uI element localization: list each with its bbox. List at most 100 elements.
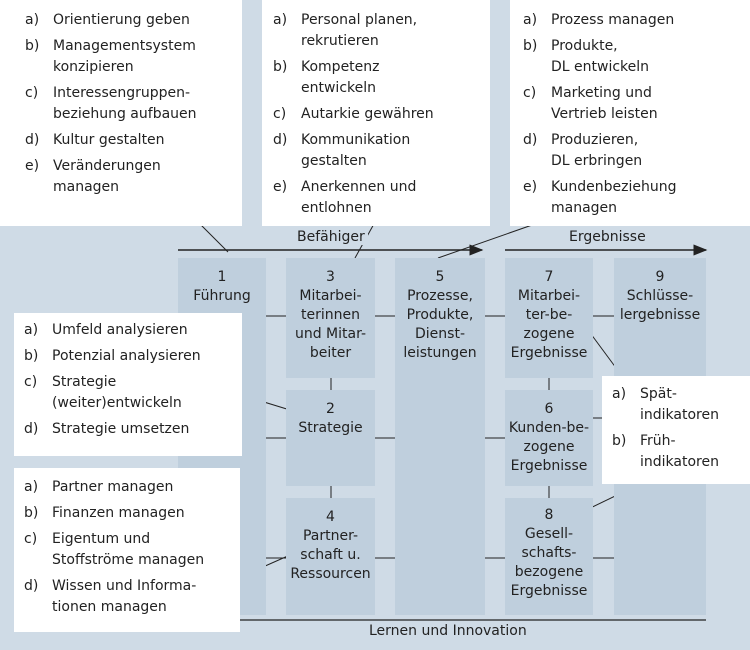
- strategie-subcriteria-card: a) Umfeld analysieren b) Potenzial analysie…: [14, 313, 242, 456]
- list-item-letter: a): [523, 12, 538, 28]
- indikatoren-list: a) Spät- indikatoren b) Früh- indikatoren: [612, 384, 748, 478]
- list-item-text: Umfeld analysieren: [52, 322, 188, 338]
- list-item: b) Finanzen managen: [24, 503, 238, 524]
- list-item-text: Managementsystem konzipieren: [53, 38, 196, 75]
- fuehrung-subcriteria-list: a) Orientierung geben b) Managementsystem k…: [25, 10, 240, 203]
- list-item-letter: b): [612, 433, 627, 449]
- list-item-text: Partner managen: [52, 479, 174, 495]
- list-item-letter: c): [24, 374, 38, 390]
- mitarbeiter-subcriteria-list: a) Personal planen, rekrutieren b) Kompeten…: [273, 10, 488, 224]
- list-item-letter: b): [523, 38, 538, 54]
- list-item: d) Produzieren, DL erbringen: [523, 130, 748, 172]
- list-item-text: Strategie (weiter)entwickeln: [52, 374, 182, 411]
- list-item-letter: a): [24, 479, 39, 495]
- list-item-text: Strategie umsetzen: [52, 421, 190, 437]
- criterion-4-partnerschaft: 4 Partner- schaft u. Ressourcen: [286, 498, 375, 615]
- list-item-text: Eigentum und Stoffströme managen: [52, 531, 205, 568]
- list-item: a) Umfeld analysieren: [24, 320, 239, 341]
- list-item-letter: e): [273, 179, 288, 195]
- list-item: a) Personal planen, rekrutieren: [273, 10, 488, 52]
- list-item-text: Prozess managen: [551, 12, 675, 28]
- list-item-letter: c): [273, 106, 287, 122]
- list-item-text: Kultur gestalten: [53, 132, 165, 148]
- fuehrung-subcriteria-card: a) Orientierung geben b) Managementsystem k…: [0, 0, 242, 226]
- mitarbeiter-subcriteria-card: a) Personal planen, rekrutieren b) Kompeten…: [262, 0, 490, 226]
- criterion-6-label: 6 Kunden-be- zogene Ergebnisse: [508, 401, 590, 474]
- list-item-letter: c): [25, 85, 39, 101]
- list-item-letter: e): [25, 158, 40, 174]
- list-item-letter: a): [612, 386, 627, 402]
- list-item-text: Anerkennen und entlohnen: [301, 179, 417, 216]
- list-item-letter: d): [25, 132, 40, 148]
- list-item: c) Marketing und Vertrieb leisten: [523, 83, 748, 125]
- list-item-letter: b): [273, 59, 288, 75]
- indikatoren-card: a) Spät- indikatoren b) Früh- indikatoren: [602, 376, 750, 484]
- list-item: e) Veränderungen managen: [25, 156, 240, 198]
- list-item: d) Kultur gestalten: [25, 130, 240, 151]
- list-item-letter: d): [24, 578, 39, 594]
- list-item: b) Produkte, DL entwickeln: [523, 36, 748, 78]
- list-item-letter: c): [24, 531, 38, 547]
- list-item-letter: b): [25, 38, 40, 54]
- criterion-6-kunden-ergebnisse: 6 Kunden-be- zogene Ergebnisse: [505, 390, 593, 486]
- list-item-letter: a): [25, 12, 40, 28]
- list-item: b) Managementsystem konzipieren: [25, 36, 240, 78]
- list-item: a) Prozess managen: [523, 10, 748, 31]
- list-item-letter: b): [24, 505, 39, 521]
- list-item-letter: e): [523, 179, 538, 195]
- criterion-7-label: 7 Mitarbei- ter-be- zogene Ergebnisse: [510, 269, 588, 361]
- list-item: b) Potenzial analysieren: [24, 346, 239, 367]
- list-item-text: Produzieren, DL erbringen: [551, 132, 643, 169]
- list-item: a) Orientierung geben: [25, 10, 240, 31]
- prozesse-subcriteria-list: a) Prozess managen b) Produkte, DL entwicke…: [523, 10, 748, 224]
- list-item: e) Kundenbeziehung managen: [523, 177, 748, 219]
- list-item-text: Orientierung geben: [53, 12, 190, 28]
- list-item-letter: d): [24, 421, 39, 437]
- criterion-8-gesellschaft-ergebnisse: 8 Gesell- schafts- bezogene Ergebnisse: [505, 498, 593, 615]
- criterion-7-mitarbeiter-ergebnisse: 7 Mitarbei- ter-be- zogene Ergebnisse: [505, 258, 593, 378]
- list-item: b) Kompetenz entwickeln: [273, 57, 488, 99]
- list-item: d) Wissen und Informa- tionen managen: [24, 576, 238, 618]
- list-item-letter: d): [523, 132, 538, 148]
- ergebnisse-label: Ergebnisse: [566, 229, 649, 245]
- list-item-text: Wissen und Informa- tionen managen: [52, 578, 197, 615]
- list-item-text: Veränderungen managen: [53, 158, 161, 195]
- list-item: a) Spät- indikatoren: [612, 384, 748, 426]
- list-item-text: Personal planen, rekrutieren: [301, 12, 418, 49]
- list-item-text: Produkte, DL entwickeln: [551, 38, 650, 75]
- list-item: c) Strategie (weiter)entwickeln: [24, 372, 239, 414]
- list-item-letter: a): [273, 12, 288, 28]
- list-item-text: Finanzen managen: [52, 505, 185, 521]
- prozesse-subcriteria-card: a) Prozess managen b) Produkte, DL entwicke…: [510, 0, 750, 226]
- list-item-text: Potenzial analysieren: [52, 348, 201, 364]
- list-item-text: Spät- indikatoren: [640, 386, 719, 423]
- list-item-text: Interessengruppen- beziehung aufbauen: [53, 85, 197, 122]
- befaehiger-label: Befähiger: [294, 229, 368, 245]
- list-item-text: Kompetenz entwickeln: [301, 59, 380, 96]
- list-item: c)Autarkie gewähren: [273, 104, 488, 125]
- lernen-innovation-label: Lernen und Innovation: [366, 623, 530, 639]
- list-item-letter: b): [24, 348, 39, 364]
- criterion-5-prozesse: 5 Prozesse, Produkte, Dienst- leistungen: [395, 258, 485, 615]
- criterion-3-mitarbeiter: 3 Mitarbei- terinnen und Mitar- beiter: [286, 258, 375, 378]
- list-item-text: Kundenbeziehung managen: [551, 179, 677, 216]
- list-item-letter: d): [273, 132, 288, 148]
- strategie-subcriteria-list: a) Umfeld analysieren b) Potenzial analysie…: [24, 320, 239, 445]
- list-item-letter: c): [523, 85, 537, 101]
- list-item: c) Eigentum und Stoffströme managen: [24, 529, 238, 571]
- criterion-2-strategie: 2 Strategie: [286, 390, 375, 486]
- list-item-text: Früh- indikatoren: [640, 433, 719, 470]
- criterion-3-label: 3 Mitarbei- terinnen und Mitar- beiter: [294, 269, 367, 361]
- criterion-2-label: 2 Strategie: [298, 401, 363, 436]
- list-item: d) Kommunikation gestalten: [273, 130, 488, 172]
- partnerschaft-subcriteria-list: a) Partner managen b) Finanzen managen c) Eig…: [24, 477, 238, 623]
- list-item: e) Anerkennen und entlohnen: [273, 177, 488, 219]
- partnerschaft-subcriteria-card: a) Partner managen b) Finanzen managen c) Eig…: [14, 468, 240, 632]
- criterion-8-label: 8 Gesell- schafts- bezogene Ergebnisse: [510, 507, 588, 599]
- list-item-text: Marketing und Vertrieb leisten: [551, 85, 658, 122]
- list-item-letter: a): [24, 322, 39, 338]
- criterion-9-label: 9 Schlüsse- lergebnisse: [619, 269, 701, 323]
- list-item: b) Früh- indikatoren: [612, 431, 748, 473]
- list-item-text: Kommunikation gestalten: [301, 132, 411, 169]
